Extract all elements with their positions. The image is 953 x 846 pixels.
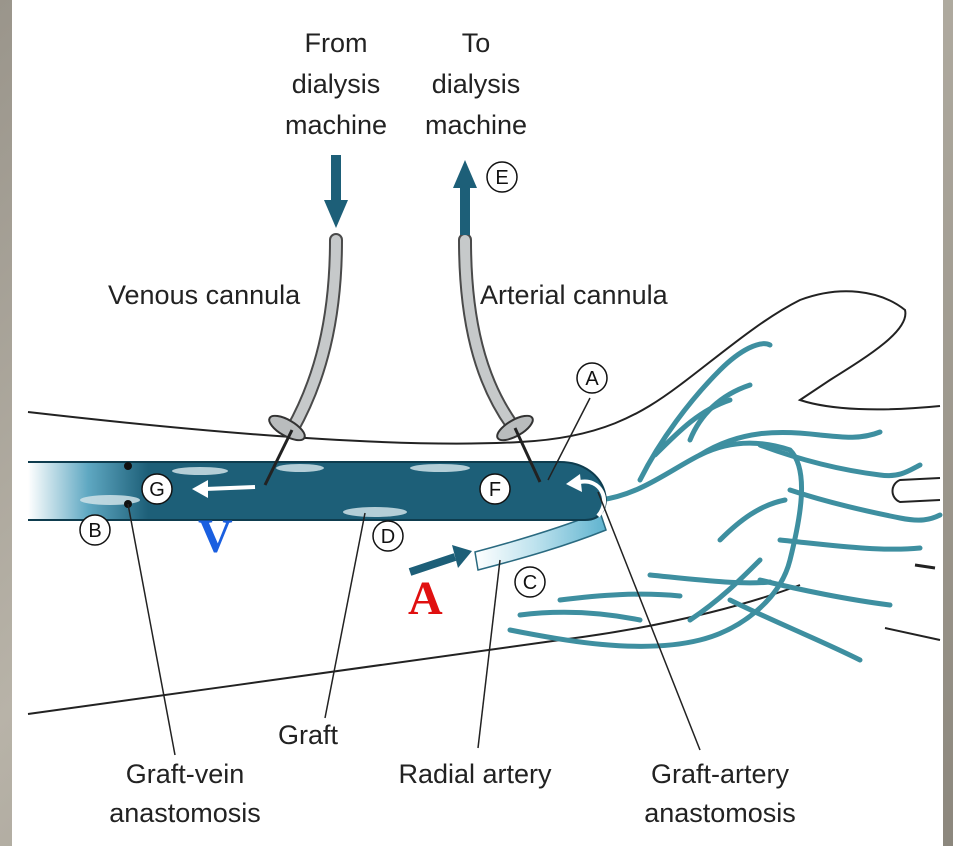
- svg-text:G: G: [149, 479, 165, 501]
- svg-text:D: D: [381, 526, 395, 548]
- svg-text:B: B: [88, 520, 101, 542]
- arterial-inflow-arrow: [410, 557, 455, 572]
- graft-vein-label-2: anastomosis: [109, 798, 261, 828]
- marker-f: F: [480, 474, 510, 504]
- svg-text:E: E: [495, 167, 508, 189]
- marker-c: C: [515, 567, 545, 597]
- graft-label: Graft: [278, 720, 339, 750]
- from-machine-label-2: dialysis: [292, 69, 381, 99]
- svg-text:C: C: [523, 572, 537, 594]
- venous-cannula-label: Venous cannula: [108, 280, 301, 310]
- to-machine-arrowhead: [453, 160, 477, 188]
- arterial-inflow-arrowhead: [452, 545, 472, 568]
- svg-text:A: A: [585, 368, 599, 390]
- finger-outline-2: [885, 628, 940, 640]
- to-machine-label-2: dialysis: [432, 69, 521, 99]
- finger-outline-3: [915, 565, 935, 568]
- radial-artery-label: Radial artery: [398, 759, 552, 789]
- marker-b: B: [80, 515, 110, 545]
- venous-flow-arrow: [205, 487, 255, 489]
- graft-artery-label-1: Graft-artery: [651, 759, 790, 789]
- graft-artery-label-2: anastomosis: [644, 798, 796, 828]
- finger-outline-1: [893, 478, 941, 502]
- marker-a: A: [577, 363, 607, 393]
- arterial-cannula-label: Arterial cannula: [480, 280, 669, 310]
- suture-dot-top: [124, 462, 132, 470]
- to-machine-label-1: To: [462, 28, 491, 58]
- from-machine-arrowhead: [324, 200, 348, 228]
- to-machine-label-3: machine: [425, 110, 527, 140]
- from-machine-label-1: From: [305, 28, 368, 58]
- venous-overlay-label: V: [198, 510, 233, 563]
- from-machine-label-3: machine: [285, 110, 387, 140]
- to-machine-arrow-shaft: [460, 185, 470, 235]
- from-machine-arrow-shaft: [331, 155, 341, 205]
- graft-vein-label-1: Graft-vein: [126, 759, 245, 789]
- arterial-overlay-label: A: [408, 572, 443, 625]
- marker-d: D: [373, 521, 403, 551]
- marker-e: E: [487, 162, 517, 192]
- svg-text:F: F: [489, 479, 501, 501]
- marker-g: G: [142, 474, 172, 504]
